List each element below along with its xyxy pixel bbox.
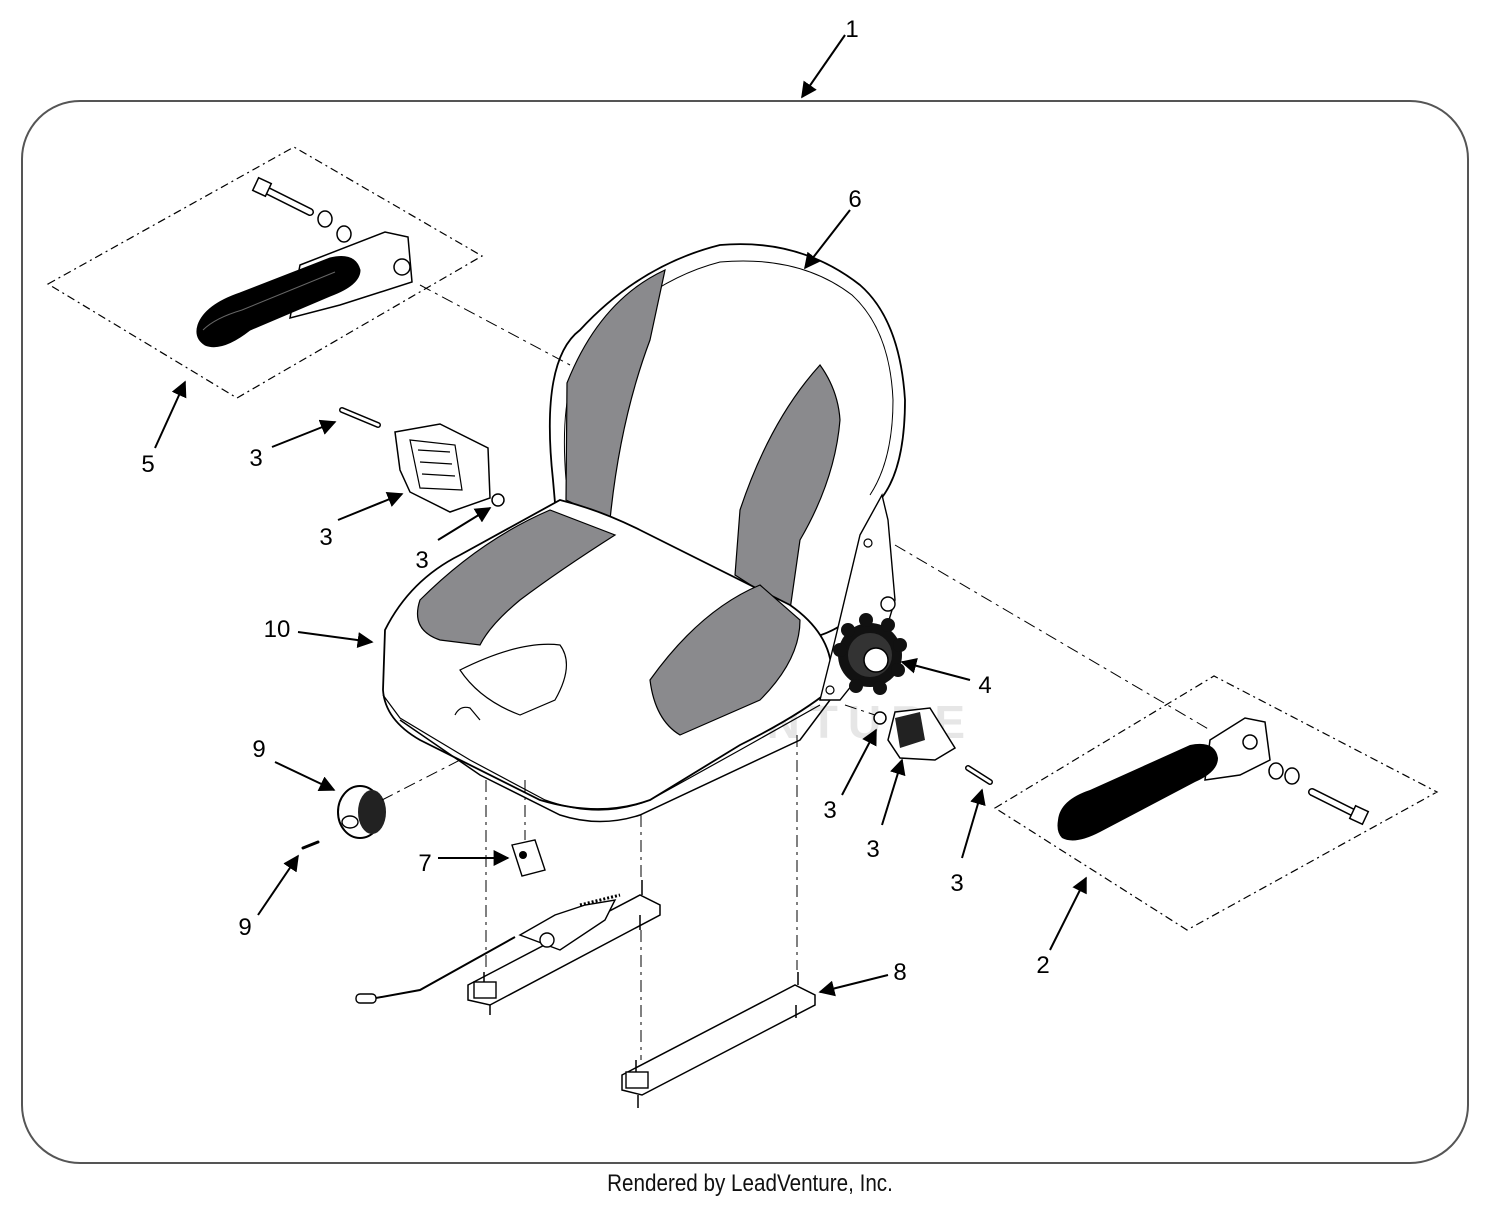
callout-knob-screw: 9 bbox=[238, 914, 251, 941]
alignment-lines bbox=[381, 284, 1211, 1060]
left-armrest-pad bbox=[196, 256, 361, 348]
callout-right-armrest: 2 bbox=[1036, 952, 1049, 979]
lower-hardware bbox=[873, 707, 993, 785]
seat-assembly bbox=[382, 243, 906, 823]
lumbar-knob bbox=[833, 613, 907, 695]
callout-hardware-nut-lower: 3 bbox=[823, 797, 836, 824]
assembly-frame bbox=[21, 100, 1469, 1164]
callout-seat-switch: 7 bbox=[418, 850, 431, 877]
slide-rail-right bbox=[621, 972, 816, 1108]
callout-lumbar-knob: 4 bbox=[978, 672, 991, 699]
right-armrest-group bbox=[993, 675, 1439, 931]
callout-labels: 1 6 5 3 3 3 10 4 3 3 3 2 9 9 7 8 bbox=[141, 16, 1049, 986]
callout-hardware-switch: 3 bbox=[319, 524, 332, 551]
callout-left-armrest: 5 bbox=[141, 451, 154, 478]
callout-seat-back: 6 bbox=[848, 186, 861, 213]
adjust-knob bbox=[301, 785, 386, 850]
callout-hardware-bolt-upper: 3 bbox=[249, 445, 262, 472]
callout-hardware-buckle: 3 bbox=[866, 836, 879, 863]
callout-seat-cushion: 10 bbox=[264, 616, 291, 643]
armrest-bolt-left bbox=[251, 176, 314, 216]
slide-rail-left bbox=[355, 880, 661, 1015]
callout-adjust-knob: 9 bbox=[252, 736, 265, 763]
callout-hardware-bolt-lower: 3 bbox=[950, 870, 963, 897]
leader-arrows bbox=[154, 34, 1087, 997]
callout-assembly: 1 bbox=[845, 16, 858, 43]
left-armrest-group bbox=[46, 146, 484, 399]
right-armrest-pad bbox=[1057, 743, 1218, 841]
callout-slide-rail: 8 bbox=[893, 959, 906, 986]
callout-hardware-nut-upper: 3 bbox=[415, 547, 428, 574]
seat-switch bbox=[511, 839, 546, 877]
footer-credit: Rendered by LeadVenture, Inc. bbox=[607, 1170, 893, 1197]
upper-hardware bbox=[339, 407, 505, 513]
